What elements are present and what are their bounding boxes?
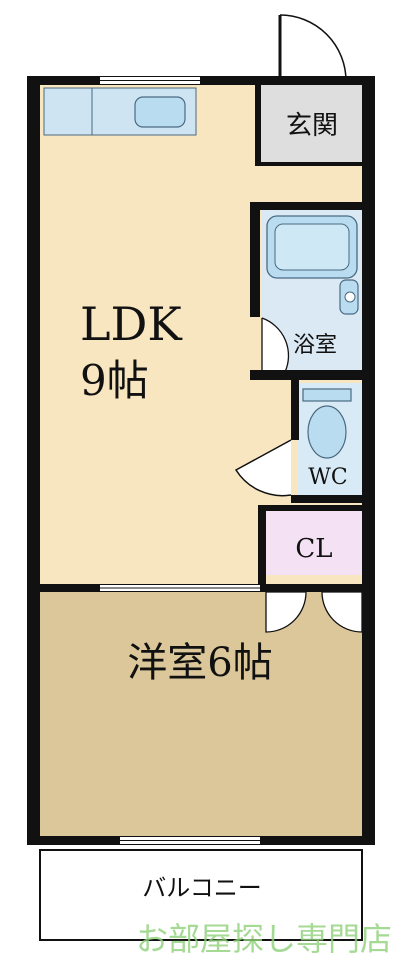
bathroom-label: 浴室	[293, 333, 337, 358]
watermark-text: お部屋探し専門店	[136, 920, 392, 958]
wc-label: WC	[308, 465, 347, 490]
western-room-label: 洋室6帖	[127, 640, 272, 686]
wc-door-swing	[234, 439, 292, 497]
toilet-bowl-icon	[307, 405, 347, 459]
entry-door	[280, 15, 346, 83]
ldk-label: LDK	[80, 297, 183, 351]
balcony-label: バルコニー	[142, 874, 262, 902]
window-partition	[100, 585, 260, 591]
closet-floor	[266, 510, 362, 575]
western-room-floor	[40, 592, 365, 840]
window-balcony	[120, 837, 260, 844]
closet-door-right	[321, 591, 363, 633]
genkan-floor	[260, 85, 365, 165]
genkan-label: 玄関	[286, 111, 338, 141]
closet-label: CL	[295, 534, 332, 564]
balcony-floor	[40, 850, 365, 940]
ldk-size-label: 9帖	[80, 356, 149, 405]
closet-door-left	[265, 591, 307, 633]
kitchen-sink-icon	[134, 96, 186, 128]
balcony-rail	[39, 849, 363, 941]
toilet-tank-icon	[302, 388, 352, 402]
window-top	[100, 77, 200, 84]
